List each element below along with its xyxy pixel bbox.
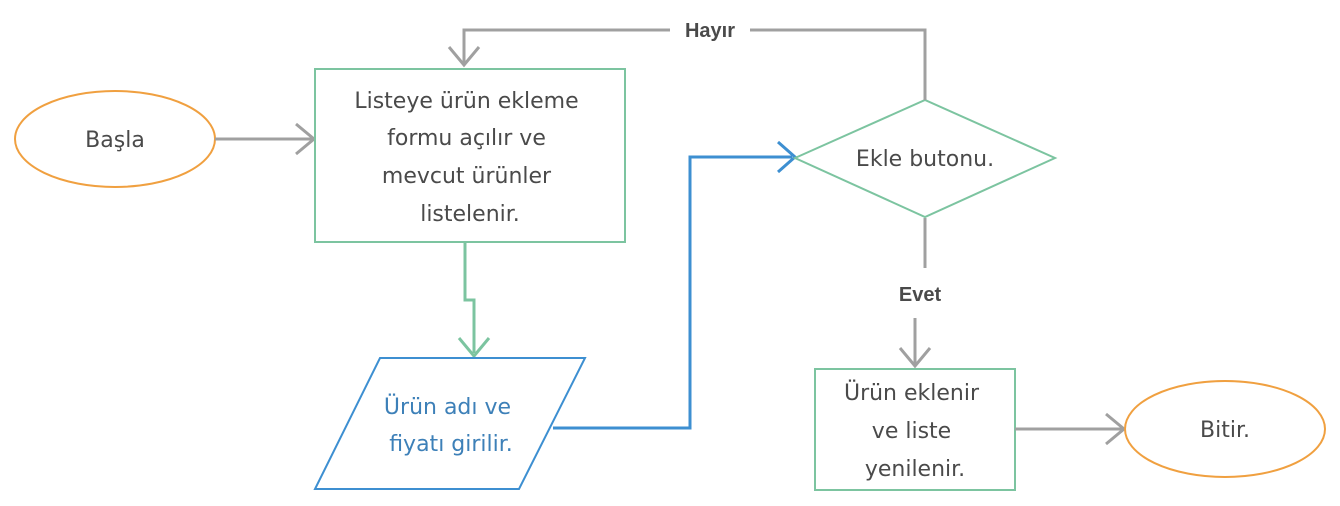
- no-label: Hayır: [685, 20, 735, 42]
- edge-decision-no: Hayır: [447, 20, 927, 100]
- edge-process1-to-input: [457, 243, 491, 359]
- edge-decision-yes: Evet: [898, 218, 942, 369]
- process2-line: yenilenir.: [865, 457, 965, 482]
- input-line: Ürün adı ve: [384, 394, 511, 420]
- process1-line: formu açılır ve: [387, 126, 546, 151]
- process2-node: Ürün eklenir ve liste yenilenir.: [814, 368, 1016, 491]
- process1-line: Listeye ürün ekleme: [354, 89, 578, 114]
- process2-line: Ürün eklenir: [844, 380, 980, 406]
- process1-node: Listeye ürün ekleme formu açılır ve mevc…: [314, 68, 626, 243]
- input-line: fiyatı girilir.: [389, 432, 513, 457]
- process1-line: listelenir.: [420, 202, 520, 227]
- end-node: Bitir.: [1124, 380, 1326, 478]
- start-node: Başla: [14, 90, 216, 188]
- end-label: Bitir.: [1200, 418, 1250, 443]
- process1-line: mevcut ürünler: [382, 164, 552, 189]
- decision-label: Ekle butonu.: [856, 147, 994, 172]
- input-label: Ürün adı ve fiyatı girilir.: [384, 394, 518, 457]
- start-label: Başla: [85, 128, 145, 153]
- edge-start-to-process1: [215, 122, 317, 156]
- decision-node: Ekle butonu.: [792, 98, 1058, 219]
- input-node: Ürün adı ve fiyatı girilir.: [313, 357, 587, 490]
- process2-label: Ürün eklenir ve liste yenilenir.: [844, 380, 986, 482]
- process1-label: Listeye ürün ekleme formu açılır ve mevc…: [354, 89, 585, 227]
- edge-process2-to-end: [1015, 412, 1127, 446]
- process2-line: ve liste: [872, 419, 951, 444]
- yes-label: Evet: [899, 284, 942, 306]
